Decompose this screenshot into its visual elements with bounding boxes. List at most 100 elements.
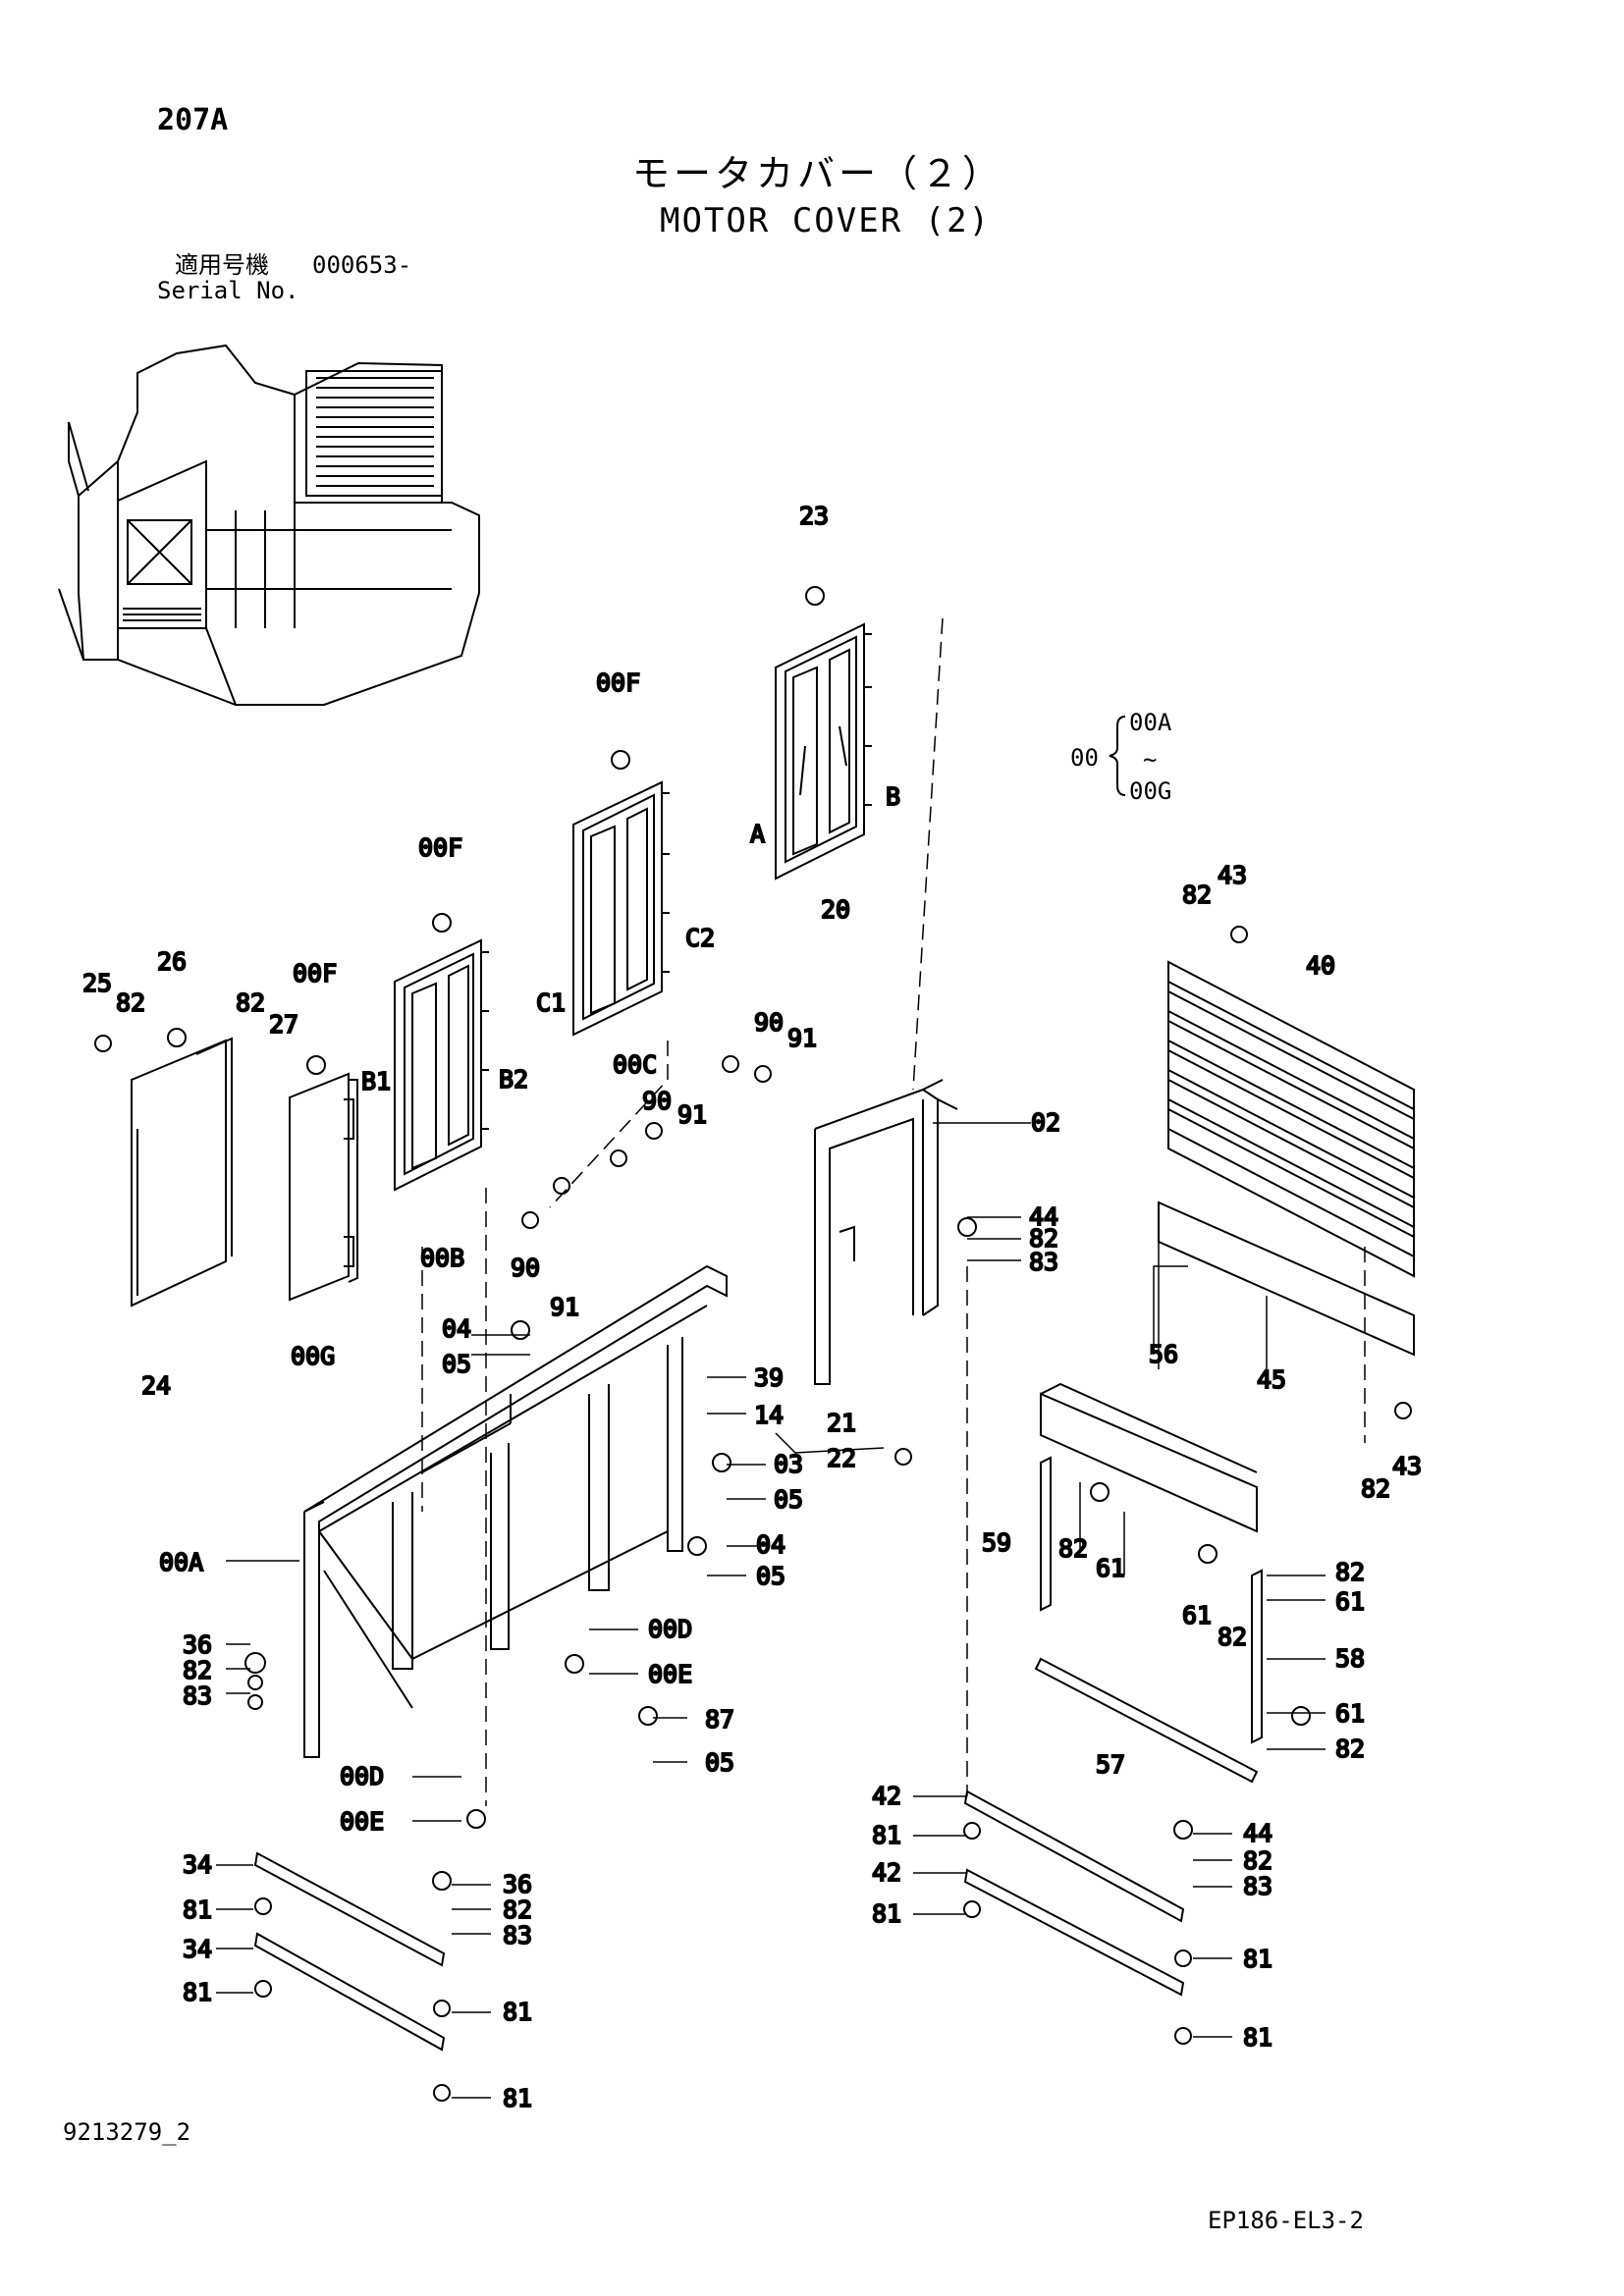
callout-81-a: 81 <box>183 1896 212 1924</box>
callout-42-a: 42 <box>872 1782 901 1810</box>
callout-21: 21 <box>827 1409 856 1437</box>
callout-59: 59 <box>982 1528 1011 1557</box>
callout-00G: 00G <box>291 1342 335 1370</box>
callout-82-i: 82 <box>1335 1735 1365 1763</box>
callout-24: 24 <box>141 1371 171 1400</box>
callout-14: 14 <box>754 1401 784 1429</box>
machine-overview <box>58 344 480 706</box>
serial-value: 000653- <box>312 251 412 279</box>
frame-00A <box>303 1264 728 1758</box>
callout-44-b: 44 <box>1243 1819 1272 1847</box>
callout-82-j: 82 <box>183 1656 212 1684</box>
callout-90-c: 90 <box>511 1254 540 1282</box>
callout-39: 39 <box>754 1363 784 1392</box>
callout-00F-c: 00F <box>293 959 337 988</box>
callout-61-a: 61 <box>1096 1554 1125 1582</box>
reference-code: EP186-EL3-2 <box>1208 2207 1364 2234</box>
title-japanese: モータカバー（２） <box>632 152 1004 195</box>
callout-42-b: 42 <box>872 1858 901 1887</box>
callout-04-a: 04 <box>442 1314 471 1343</box>
legend-first: 00A <box>1129 709 1172 736</box>
leader-lines <box>216 1122 1326 2099</box>
callout-81-d: 81 <box>503 2084 532 2112</box>
callout-81-c: 81 <box>503 1998 532 2026</box>
callout-81-f: 81 <box>872 1899 901 1928</box>
callout-43-b: 43 <box>1392 1452 1422 1480</box>
callout-27: 27 <box>269 1010 298 1039</box>
bar-42-upper <box>963 1789 1185 1923</box>
callout-36-a: 36 <box>183 1630 212 1659</box>
callout-00A: 00A <box>159 1548 203 1576</box>
callout-00E-a: 00E <box>648 1660 692 1688</box>
callout-04-b: 04 <box>756 1530 785 1559</box>
title-english: MOTOR COVER (2) <box>660 201 992 240</box>
callout-82-d: 82 <box>1182 881 1212 909</box>
callout-36-b: 36 <box>503 1870 532 1898</box>
callout-40: 40 <box>1306 951 1335 980</box>
callout-81-b: 81 <box>183 1978 212 2006</box>
callout-82-h: 82 <box>1335 1558 1365 1586</box>
callout-25: 25 <box>82 969 112 997</box>
callout-B1: B1 <box>361 1067 391 1095</box>
callout-26: 26 <box>157 947 187 976</box>
frame-02 <box>814 1079 958 1385</box>
callout-82-e: 82 <box>1361 1474 1390 1503</box>
callout-03: 03 <box>774 1450 803 1478</box>
callout-C1: C1 <box>536 988 566 1017</box>
callout-05-c: 05 <box>756 1562 785 1590</box>
callout-43-a: 43 <box>1218 861 1247 889</box>
callout-00E-b: 00E <box>340 1807 384 1836</box>
callout-83-c: 83 <box>503 1921 532 1949</box>
callout-57: 57 <box>1096 1750 1125 1779</box>
callout-83-b: 83 <box>183 1682 212 1710</box>
callout-22: 22 <box>827 1444 856 1472</box>
fasteners <box>94 586 1412 2102</box>
callout-82-k: 82 <box>503 1896 532 1924</box>
callout-05-a: 05 <box>442 1350 471 1378</box>
callout-00D-a: 00D <box>648 1615 692 1643</box>
callout-91-b: 91 <box>677 1100 707 1129</box>
cover-panel-20 <box>775 622 872 881</box>
callout-61-d: 61 <box>1335 1699 1365 1728</box>
callout-45: 45 <box>1257 1365 1286 1394</box>
callout-B2: B2 <box>499 1065 528 1094</box>
callout-90-a: 90 <box>754 1008 784 1037</box>
callout-81-h: 81 <box>1243 2023 1272 2052</box>
callout-34-a: 34 <box>183 1850 212 1879</box>
callout-05-b: 05 <box>774 1485 803 1514</box>
callout-82-f: 82 <box>1058 1534 1088 1563</box>
callout-83-a: 83 <box>1029 1248 1058 1276</box>
legend-parent: 00 <box>1070 744 1099 772</box>
cover-panel-00B <box>394 938 489 1192</box>
callout-00B: 00B <box>420 1244 464 1272</box>
callout-81-g: 81 <box>1243 1945 1272 1973</box>
callout-87: 87 <box>705 1705 734 1734</box>
cover-panel-00C <box>572 780 670 1037</box>
callout-82-a: 82 <box>116 988 145 1017</box>
callout-81-e: 81 <box>872 1821 901 1849</box>
legend-last: 00G <box>1129 777 1172 805</box>
bar-57 <box>1034 1657 1259 1784</box>
strip-58 <box>1251 1569 1263 1744</box>
legend-tilde: ~ <box>1143 746 1158 774</box>
callout-C2: C2 <box>685 924 715 952</box>
callout-82-b: 82 <box>236 988 265 1017</box>
callout-00D-b: 00D <box>340 1762 384 1790</box>
channel-56 <box>1040 1382 1258 1533</box>
strip-59 <box>1040 1456 1052 1612</box>
callout-82-g: 82 <box>1218 1623 1247 1651</box>
serial-label-english: Serial No. <box>157 277 299 304</box>
assembly-guides <box>421 617 1366 1806</box>
callout-56: 56 <box>1149 1340 1178 1368</box>
bar-45 <box>1158 1201 1415 1357</box>
callout-61-b: 61 <box>1182 1601 1212 1629</box>
callout-91-a: 91 <box>787 1024 817 1052</box>
callout-91-c: 91 <box>550 1293 579 1321</box>
panel-00G <box>289 1072 358 1302</box>
callout-83-d: 83 <box>1243 1872 1272 1900</box>
drawing-number: 9213279_2 <box>63 2118 191 2146</box>
callout-44-a: 44 <box>1029 1202 1058 1231</box>
bar-42-lower <box>963 1868 1185 1997</box>
